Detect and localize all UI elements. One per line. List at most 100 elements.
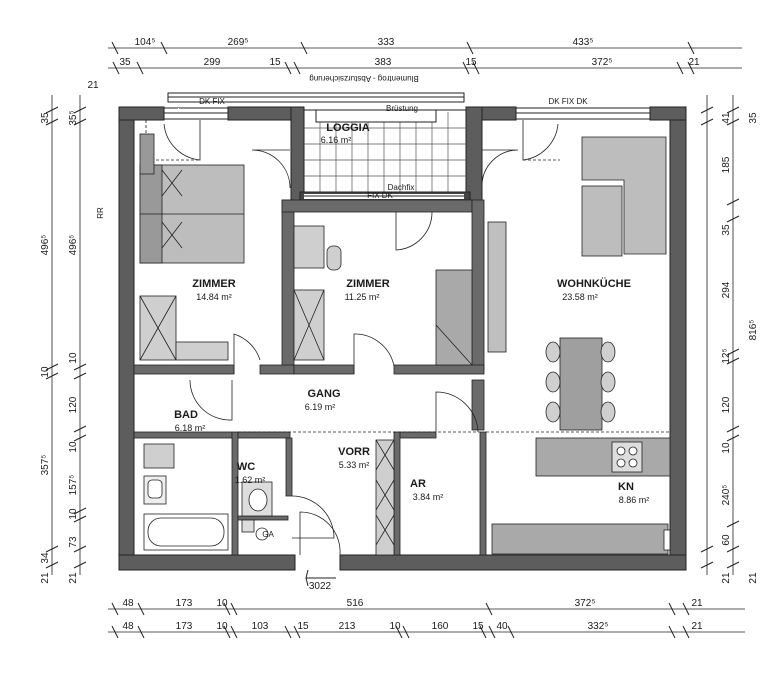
- dim-bottom-inner-11: 332⁵: [588, 621, 609, 632]
- label-ga: GA: [262, 530, 274, 539]
- dim-right-inner-8: 240⁵: [721, 485, 732, 506]
- room-zimmer-left-name: ZIMMER: [192, 278, 235, 290]
- dim-left-inner-1: 35⁵: [68, 110, 79, 125]
- dim-left-inner-3: 10: [68, 352, 79, 364]
- dim-left-inner-6: 157⁵: [68, 475, 79, 496]
- bottom-dimensions: 48 173 10 516 372⁵ 21 48 173 10 103 15 2…: [122, 598, 703, 632]
- doors: [163, 120, 559, 556]
- left-dimensions: 35 496⁵ 10 357⁵ 34 21 35⁵ 496⁵ 10 120 10…: [40, 110, 79, 583]
- misc-labels: DK FIX DK FIX DK Brüstung Dachfix FIX DK…: [96, 74, 588, 592]
- room-bad-area: 6.18 m²: [175, 423, 206, 433]
- room-zimmer-middle-name: ZIMMER: [346, 278, 389, 290]
- dim-left-outer-6: 21: [40, 572, 51, 584]
- bath-fixtures: [143, 443, 273, 551]
- dim-bottom-outer-5: 372⁵: [575, 598, 596, 609]
- dim-bottom-outer-2: 173: [176, 598, 193, 609]
- dim-left-inner-4: 120: [68, 396, 79, 413]
- room-wohnkueche-area: 23.58 m²: [562, 292, 598, 302]
- dim-top-inner-2: 299: [204, 57, 221, 68]
- dim-top-inner-3: 15: [269, 57, 281, 68]
- dim-left-inner-5: 10: [68, 441, 79, 453]
- dim-left-outer-3: 10: [40, 366, 51, 378]
- dim-right-inner-6: 120: [721, 396, 732, 413]
- label-fix-dk: FIX DK: [367, 191, 393, 200]
- dim-right-outer-3: 21: [748, 572, 759, 584]
- loggia: [299, 109, 471, 203]
- wardrobe-left-room: [139, 133, 229, 361]
- room-ar-area: 3.84 m²: [413, 492, 444, 502]
- dim-left-outer-1: 35: [40, 112, 51, 124]
- dim-bottom-outer-6: 21: [691, 598, 703, 609]
- dim-bottom-inner-6: 213: [339, 621, 356, 632]
- dim-bottom-inner-10: 40: [496, 621, 508, 632]
- dim-right-inner-9: 60: [721, 534, 732, 546]
- dim-top-outer-1: 104⁵: [135, 37, 156, 48]
- room-kn-name: KN: [618, 481, 634, 493]
- dimension-ticks: [45, 41, 740, 639]
- dim-right-inner-10: 21: [721, 572, 732, 584]
- dim-bottom-inner-12: 21: [691, 621, 703, 632]
- dim-right-outer-1: 35: [748, 112, 759, 124]
- dim-right-inner-1: 41: [721, 112, 732, 124]
- room-zimmer-left-area: 14.84 m²: [196, 292, 232, 302]
- dim-bottom-outer-4: 516: [347, 598, 364, 609]
- storage-shelves: [375, 439, 395, 556]
- dim-left-outer-5: 34: [40, 552, 51, 564]
- room-zimmer-middle-area: 11.25 m²: [345, 292, 380, 302]
- dim-top-inner-5: 15: [465, 57, 477, 68]
- dim-top-inner-4: 383: [375, 57, 392, 68]
- door-openings: [178, 108, 179, 109]
- dimension-lines: [51, 47, 745, 633]
- dim-left-inner-9: 21: [68, 572, 79, 584]
- dim-top-left-edge: 21: [87, 80, 99, 91]
- label-entrance: 3022: [309, 581, 332, 592]
- room-labels: ZIMMER 14.84 m² ZIMMER 11.25 m² LOGGIA 6…: [174, 122, 649, 505]
- room-bad-name: BAD: [174, 409, 198, 421]
- label-dk-fix-right: DK FIX DK: [548, 97, 588, 106]
- room-wohnkueche-name: WOHNKÜCHE: [557, 277, 631, 290]
- right-dimensions: 41 185 35 294 12⁵ 120 10 240⁵ 60 21 35 8…: [721, 112, 759, 584]
- dim-bottom-inner-8: 160: [432, 621, 449, 632]
- label-bruestung: Brüstung: [386, 104, 418, 113]
- dim-left-inner-2: 496⁵: [68, 235, 79, 256]
- furniture-middle-room: [293, 221, 507, 366]
- dim-bottom-outer-1: 48: [122, 598, 134, 609]
- dim-top-inner-1: 35: [119, 57, 131, 68]
- dim-bottom-inner-4: 103: [252, 621, 269, 632]
- dim-right-inner-4: 294: [721, 281, 732, 298]
- dim-bottom-inner-9: 15: [472, 621, 484, 632]
- interior-walls: [133, 199, 487, 556]
- dim-top-inner-6: 372⁵: [592, 57, 613, 68]
- dim-bottom-inner-3: 10: [216, 621, 228, 632]
- room-gang-area: 6.19 m²: [305, 402, 336, 412]
- label-top-note: Blumentrog - Absturzsicherung: [309, 74, 418, 83]
- bed-left-room: [139, 164, 245, 264]
- top-dimensions: 104⁵ 269⁵ 333 433⁵ 35 299 15 383 15 372⁵…: [87, 37, 700, 91]
- room-ar-name: AR: [410, 478, 426, 490]
- dim-right-inner-2: 185: [721, 156, 732, 173]
- dim-left-inner-7: 10: [68, 508, 79, 520]
- room-wc-area: 1.62 m²: [235, 475, 266, 485]
- dim-top-outer-3: 333: [378, 37, 395, 48]
- dim-top-outer-2: 269⁵: [228, 37, 249, 48]
- room-wc-name: WC: [237, 461, 255, 473]
- room-kn-area: 8.86 m²: [619, 495, 650, 505]
- dim-bottom-inner-2: 173: [176, 621, 193, 632]
- room-gang-name: GANG: [308, 388, 341, 400]
- room-vorr-area: 5.33 m²: [339, 460, 370, 470]
- room-loggia-area: 6.16 m²: [321, 135, 352, 145]
- dim-right-outer-2: 816⁵: [748, 320, 759, 341]
- outer-walls: [118, 106, 687, 571]
- dim-left-outer-4: 357⁵: [40, 455, 51, 476]
- dim-bottom-inner-5: 15: [297, 621, 309, 632]
- dim-top-outer-4: 433⁵: [573, 37, 594, 48]
- label-dachfix: Dachfix: [388, 183, 415, 192]
- top-windows: [163, 92, 651, 120]
- entrance-marker: [305, 569, 336, 587]
- dim-top-inner-7: 21: [688, 57, 700, 68]
- room-loggia-name: LOGGIA: [326, 122, 369, 134]
- label-rr: RR: [96, 207, 105, 219]
- dim-bottom-outer-3: 10: [216, 598, 228, 609]
- furniture-living: [491, 136, 671, 555]
